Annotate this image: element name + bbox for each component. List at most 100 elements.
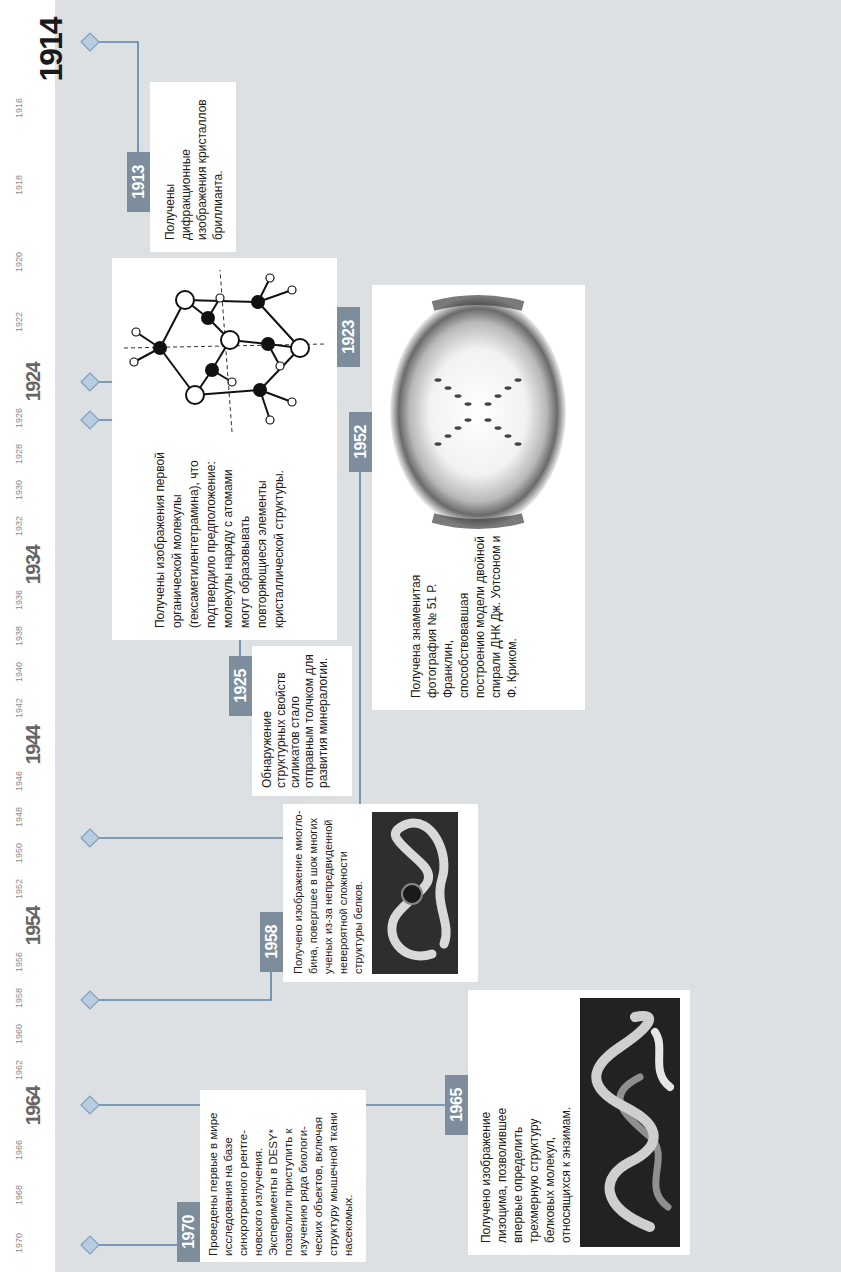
photo-ground	[580, 998, 680, 1247]
year-tab: 1958	[260, 912, 283, 972]
year-tick: 1966	[8, 1110, 26, 1190]
decade-year: 1924	[22, 342, 44, 422]
ruler-label: 1928	[14, 444, 24, 464]
ruler-label: 1930	[14, 480, 24, 500]
leader-line	[98, 1244, 177, 1246]
decade-year: 1964	[22, 1066, 44, 1146]
timeline-card: 1925Обнаружение структурных свойств сили…	[252, 646, 352, 796]
grey-panel	[55, 0, 841, 1272]
card-text: Получена знаменитая фотография № 51 Р. Ф…	[408, 533, 520, 698]
ruler-label: 1968	[14, 1185, 24, 1205]
ruler-label: 1926	[14, 408, 24, 428]
timeline-card: 1923Получены изображения первой органиче…	[112, 258, 337, 640]
ruler-label: 1936	[14, 590, 24, 610]
ruler-label: 1962	[14, 1060, 24, 1080]
diamond-marker	[81, 411, 99, 429]
timeline-card: 1952Получена знаменитая фотография № 51 …	[372, 285, 585, 710]
year-label: 1952	[352, 425, 370, 459]
ruler-label: 1932	[14, 516, 24, 536]
decade-year: 1954	[22, 886, 44, 966]
year-label: 1925	[232, 669, 250, 703]
protein-ribbon	[620, 1077, 668, 1207]
ruler-label: 1964	[22, 1087, 44, 1126]
card-text-box: Получена знаменитая фотография № 51 Р. Ф…	[408, 533, 520, 698]
year-tab: 1970	[177, 1202, 200, 1262]
year-tab: 1923	[337, 307, 360, 367]
photo-ground	[378, 292, 578, 532]
nitrogen-atoms	[176, 291, 309, 404]
year-label: 1958	[263, 925, 281, 959]
year-label: 1970	[180, 1215, 198, 1249]
hydrogen-atoms	[130, 274, 296, 424]
diamond-marker	[81, 1096, 99, 1114]
year-tab: 1952	[349, 412, 372, 472]
year-label: 1913	[130, 165, 148, 199]
year-label: 1965	[448, 1088, 466, 1122]
card-text: Получено изображение лизоцима, позволивш…	[478, 1083, 574, 1243]
ruler-label: 1922	[14, 312, 24, 332]
ruler-label: 1942	[14, 698, 24, 718]
year-tab: 1925	[229, 656, 252, 716]
timeline-card: 1970Проведены первые в мире исследования…	[200, 1090, 366, 1262]
ruler-label: 1918	[14, 175, 24, 195]
year-tick: 1970	[8, 1203, 26, 1272]
ruler-label: 1916	[14, 98, 24, 118]
ruler-label: 1966	[14, 1140, 24, 1160]
ruler-label: 1954	[22, 907, 44, 946]
leader-line	[98, 972, 271, 1000]
timeline-diamonds	[81, 33, 99, 1254]
photo-ground	[372, 812, 458, 974]
card-text-box: Получено изображение миогло- бина, повер…	[291, 810, 366, 974]
heme-group	[402, 884, 422, 904]
card-text-box: Обнаружение структурных свойств силикато…	[260, 652, 330, 788]
year-label: 1923	[340, 320, 358, 354]
diamond-marker	[81, 33, 99, 51]
card-text-box: Получены дифракционные изображения крист…	[162, 90, 226, 240]
ruler-label: 1952	[14, 879, 24, 899]
card-text: Получены дифракционные изображения крист…	[162, 90, 226, 240]
year-tick: 1968	[8, 1155, 26, 1235]
card-text-box: Получены изображения первой органической…	[152, 450, 288, 628]
decade-year: 1934	[22, 525, 44, 605]
photo-51-diffraction	[378, 292, 578, 532]
lysozyme-photo	[580, 998, 680, 1247]
decade-year: 1914	[33, 10, 69, 90]
ruler-label: 1934	[22, 546, 44, 585]
protein-chain	[392, 823, 446, 956]
timeline-card: 1965Получено изображение лизоцима, позво…	[468, 990, 690, 1255]
ruler-label: 1938	[14, 626, 24, 646]
ruler-label: 1914	[33, 18, 69, 81]
card-text-box: Проведены первые в мире исследования на …	[206, 1094, 356, 1256]
card-text: Получены изображения первой органической…	[152, 450, 288, 628]
ruler-label: 1944	[22, 726, 44, 765]
diamond-marker	[81, 991, 99, 1009]
year-tab: 1913	[127, 152, 150, 212]
protein-ribbon	[596, 1016, 654, 1227]
axis-lines	[124, 270, 326, 432]
dark-arc	[433, 518, 523, 524]
dark-arc	[433, 300, 523, 306]
cross-spots	[435, 378, 522, 446]
timeline-card: 1958Получено изображение миогло- бина, п…	[283, 804, 478, 982]
ruler-label: 1956	[14, 952, 24, 972]
protein-ribbon	[655, 1032, 670, 1087]
year-tick: 1918	[8, 145, 26, 225]
ruler-label: 1970	[14, 1233, 24, 1253]
timeline-card: 1913Получены дифракционные изображения к…	[150, 82, 236, 252]
year-tick: 1920	[8, 222, 26, 302]
diamond-marker	[81, 1236, 99, 1254]
diamond-marker	[81, 373, 99, 391]
bonds	[134, 278, 300, 420]
card-text: Обнаружение структурных свойств силикато…	[260, 652, 330, 788]
year-tick: 1922	[8, 282, 26, 362]
diffraction-halo	[390, 297, 566, 527]
carbon-atoms	[153, 295, 275, 397]
year-tick: 1916	[8, 68, 26, 148]
card-text: Проведены первые в мире исследования на …	[206, 1094, 356, 1256]
decade-year: 1944	[22, 705, 44, 785]
card-text-box: Получено изображение лизоцима, позволивш…	[478, 1083, 574, 1243]
diamond-marker	[81, 829, 99, 847]
ruler-label: 1920	[14, 252, 24, 272]
ruler-label: 1958	[14, 988, 24, 1008]
